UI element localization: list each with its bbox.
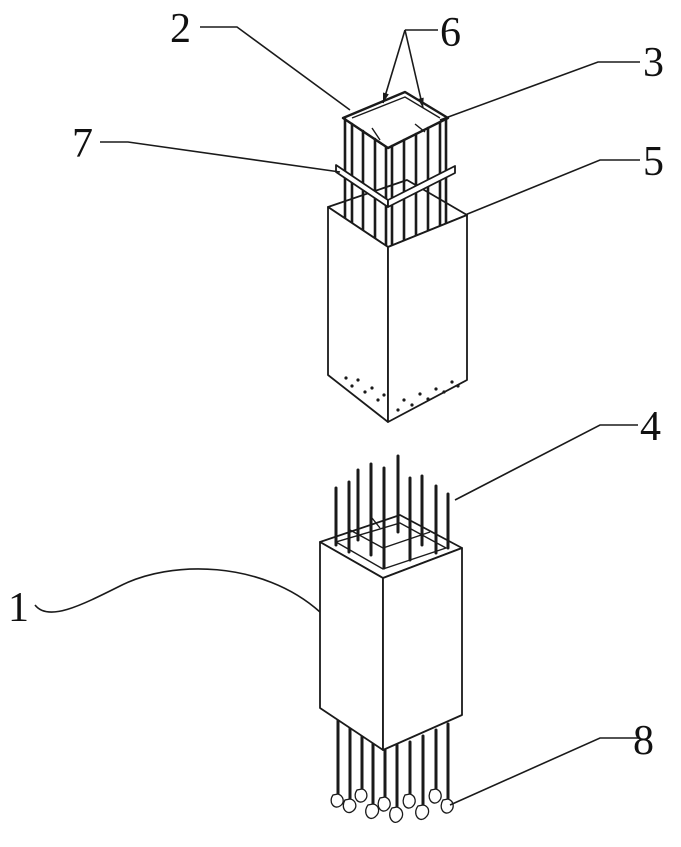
leader-line-5 — [465, 160, 640, 215]
dot — [418, 392, 421, 395]
anchor-head — [378, 797, 390, 811]
label-5: 5 — [643, 139, 664, 185]
dot — [410, 403, 413, 406]
dot — [434, 387, 437, 390]
anchor-head — [331, 794, 343, 807]
arrowhead-icon — [383, 93, 389, 104]
dot — [356, 378, 359, 381]
dot — [396, 408, 399, 411]
upper-column — [328, 92, 467, 422]
label-8: 8 — [633, 718, 654, 764]
lower-column — [320, 456, 462, 822]
leader-line-4 — [455, 425, 638, 500]
label-1: 1 — [8, 585, 29, 631]
anchor-head — [416, 805, 429, 819]
label-7: 7 — [72, 121, 93, 167]
anchor-head — [390, 807, 403, 822]
dot — [370, 386, 373, 389]
anchor-head — [403, 794, 415, 808]
label-3: 3 — [643, 40, 664, 86]
upper-block-right-face — [388, 215, 467, 422]
dot — [363, 390, 366, 393]
lower-block-right-face — [383, 548, 462, 750]
anchor-head — [366, 804, 379, 818]
leader-line-3 — [440, 62, 640, 120]
lower-block-left-face — [320, 542, 383, 750]
dot — [344, 376, 347, 379]
dot — [376, 398, 379, 401]
anchor-head — [343, 799, 356, 813]
leader-line-7 — [100, 142, 340, 172]
label-4: 4 — [640, 404, 661, 450]
leader-line-1 — [35, 569, 320, 612]
label-6: 6 — [440, 10, 461, 56]
dot — [382, 393, 385, 396]
leader-line-8 — [450, 738, 640, 805]
dot — [402, 398, 405, 401]
dot — [450, 380, 453, 383]
dot — [456, 384, 459, 387]
dot — [426, 397, 429, 400]
anchor-head — [429, 789, 441, 803]
leader-line-2 — [200, 27, 350, 110]
label-2: 2 — [170, 6, 191, 52]
anchor-head — [355, 789, 367, 802]
leader-line-6a — [383, 30, 405, 103]
dot — [442, 390, 445, 393]
anchor-head — [441, 799, 453, 813]
dot — [350, 384, 353, 387]
